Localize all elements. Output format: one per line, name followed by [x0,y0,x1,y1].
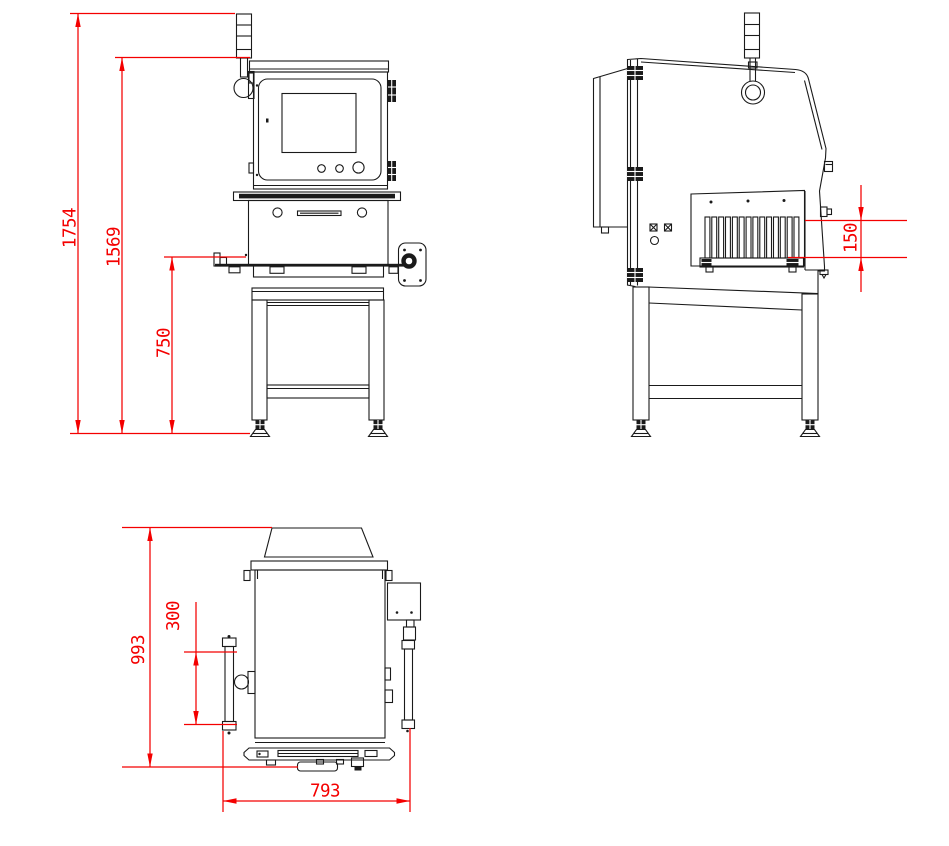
chamber-knob-left [272,207,283,218]
front-view [213,13,427,438]
front-beacon-tower [233,13,255,100]
front-screen [281,92,357,154]
side-back-panel [592,67,628,234]
front-foot-right [367,420,389,438]
front-stand [249,287,389,438]
head-hinge-bottom [387,161,396,181]
lifting-ring-outer [740,80,766,105]
side-leg-back [632,286,650,421]
top-connector [350,757,365,768]
dim-label-head-height: 1569 [105,227,125,267]
front-button-1 [317,164,326,173]
front-button-3 [352,161,365,174]
top-console-hood [263,527,374,558]
side-stand [630,286,821,438]
top-body [254,569,386,739]
front-conveyor [213,242,427,287]
top-rail-right [401,639,416,733]
stand-top-rail [251,287,385,301]
top-lug-right [385,569,393,582]
tunnel-bottom-rail [699,257,805,273]
side-leg-front [801,293,819,421]
side-foot-back [630,420,652,438]
chamber-knob-right [356,207,368,218]
side-hinge-top [627,66,643,80]
top-dimensions: 993 300 793 [122,526,411,812]
head-hinge-top [387,80,396,102]
head-cabinet [252,71,389,190]
side-beacon-tower [740,12,766,105]
side-front-cap [804,191,833,280]
top-body-tab-2 [384,689,394,704]
top-lug-left [243,569,251,582]
front-button-2 [335,164,344,173]
side-upper-knob [823,160,834,173]
top-knob-left [233,670,256,695]
front-control-head [248,60,396,190]
top-view [221,527,422,772]
front-door-panel [257,78,382,181]
front-dimensions: 1754 1569 750 [61,12,250,435]
conveyor-end-plate-right [397,242,427,287]
side-marking-symbols [649,223,673,246]
top-center-bracket [296,761,339,772]
dim-label-belt-height: 750 [155,328,175,358]
dim-label-depth: 993 [129,635,149,665]
chamber-dark-band [239,193,395,199]
head-top-cap [248,60,390,73]
top-rail-left [221,635,237,735]
top-attachment-box [386,582,422,641]
chamber-skirt [252,264,385,278]
dim-label-tunnel-height: 150 [842,223,862,253]
front-foot-left [249,420,271,438]
side-dimensions: 150 [788,185,907,292]
side-body [592,57,834,295]
side-hinge-bottom [627,268,643,282]
side-foot-front [799,420,821,438]
top-body-tab-1 [384,667,392,681]
side-outline [626,57,827,295]
stand-leg-left [251,299,268,421]
conveyor-roller [401,253,417,269]
dim-label-total-height: 1754 [61,208,81,248]
head-left-hinge-bottom [248,162,255,174]
top-cap-bar [250,560,389,571]
beacon-pole-collar [747,61,758,69]
side-hinge-middle [627,167,643,181]
door-keyhole-mark [266,118,269,123]
dim-label-width: 793 [310,782,340,802]
beacon-bracket [233,77,254,99]
front-inspection-chamber [213,191,427,287]
dim-label-belt-width: 300 [164,601,184,631]
beacon-pole [239,57,249,78]
side-tunnel [690,189,833,280]
tunnel-curtain-strips [704,216,800,259]
lifting-ring-inner [744,84,762,101]
head-left-hinge-top [248,72,255,84]
chamber-body [247,199,389,267]
chamber-handle [296,210,342,217]
stand-bottom-rail [266,384,370,399]
stand-leg-right [368,299,385,421]
side-view [592,12,834,438]
